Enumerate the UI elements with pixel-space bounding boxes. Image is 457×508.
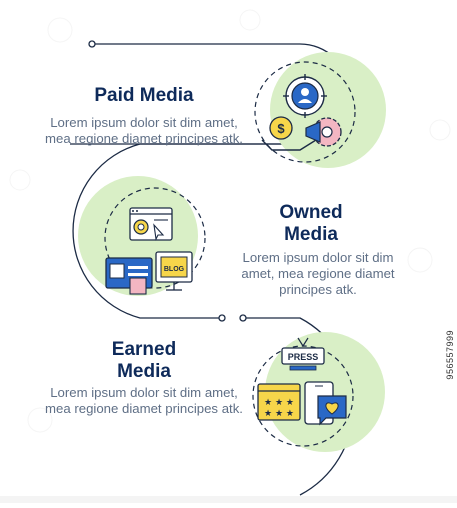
- earned-media-icon: PRESS ★ ★ ★ ★ ★ ★: [252, 332, 385, 452]
- owned-media-icon: BLOG: [78, 176, 206, 296]
- connector-dot: [218, 314, 226, 322]
- stars-row: ★ ★ ★: [264, 398, 294, 408]
- bottom-brand-strip: [0, 490, 457, 503]
- owned-media-title-text: Owned Media: [279, 202, 343, 245]
- press-label: PRESS: [288, 352, 319, 362]
- earned-media-description: Lorem ipsum dolor sit dim amet, mea regi…: [45, 385, 243, 416]
- connector-dot: [239, 314, 247, 322]
- paid-media-icon: $: [254, 52, 386, 168]
- connector-dot: [88, 40, 96, 48]
- paid-media-description: Lorem ipsum dolor sit dim amet, mea regi…: [45, 115, 243, 146]
- paid-media-title: Paid Media: [94, 85, 194, 106]
- stock-id-watermark: 956557999: [445, 330, 455, 380]
- owned-media-title: Owned Media: [230, 202, 392, 246]
- svg-text:$: $: [277, 121, 285, 136]
- brand-strip-shape: [0, 496, 457, 503]
- earned-media-title: Earned Media: [78, 339, 210, 383]
- earned-media-title-text: Earned Media: [111, 339, 177, 382]
- stars-row: ★ ★ ★: [264, 409, 294, 419]
- owned-media-description: Lorem ipsum dolor sit dim amet, mea regi…: [241, 250, 395, 297]
- watermark-pattern: [9, 9, 451, 433]
- blog-label: BLOG: [164, 266, 185, 273]
